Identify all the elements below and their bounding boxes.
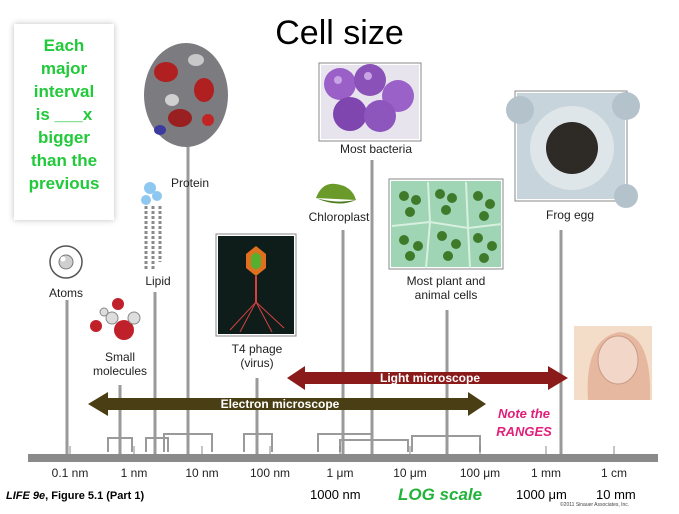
sub-label-1000nm: 1000 nm (310, 487, 361, 502)
tick-label: 1 μm (326, 466, 354, 480)
log-scale-label: LOG scale (398, 485, 482, 505)
note-line1: Note the (498, 406, 550, 421)
plant-cells-image (388, 178, 504, 270)
bacteria-range (339, 439, 409, 452)
electron-microscope-arrow (88, 392, 486, 416)
lipid-label: Lipid (145, 274, 171, 288)
lipid-icon (141, 182, 162, 270)
t4-range (243, 433, 273, 452)
tick-label: 1 cm (600, 466, 627, 480)
tick-label: 1 nm (120, 466, 148, 480)
chloroplast-label: Chloroplast (308, 210, 370, 224)
atoms-label: Atoms (48, 286, 83, 300)
t4-phage-image (215, 233, 297, 337)
protein-label: Protein (170, 176, 210, 190)
light-microscope-arrow (287, 366, 568, 390)
callout-box (14, 24, 114, 220)
tick-label: 10 nm (185, 466, 219, 480)
note-line2: RANGES (496, 424, 552, 439)
protein-icon (144, 43, 228, 147)
tick-label: 100 nm (249, 466, 291, 480)
tick-label: 100 μm (459, 466, 501, 480)
small-molecules-range (107, 437, 133, 452)
caption-book: LIFE 9e (6, 490, 46, 502)
small-molecules-label: Small molecules (92, 350, 148, 378)
plant-animal-cells-label: Most plant and animal cells (406, 274, 486, 302)
plant-cells-range (411, 435, 481, 452)
fingertip-image (574, 326, 652, 400)
tick-label: 10 μm (393, 466, 427, 480)
light-microscope-label: Light microscope (379, 371, 480, 385)
chloroplast-range (317, 433, 373, 452)
electron-microscope-label: Electron microscope (220, 397, 340, 411)
tick-label: 0.1 nm (51, 466, 89, 480)
frog-egg-label: Frog egg (545, 208, 595, 222)
tick-label: 1 mm (531, 466, 561, 480)
chloroplast-icon (316, 183, 356, 204)
frog-egg-image (506, 90, 640, 208)
scale-axis (28, 454, 658, 462)
sub-label-10mm: 10 mm (596, 487, 636, 502)
protein-range (163, 433, 213, 452)
atom-icon (49, 245, 83, 279)
caption-figure: , Figure 5.1 (Part 1) (45, 490, 145, 502)
figure-caption: LIFE 9e, Figure 5.1 (Part 1) (6, 490, 144, 502)
lipid-range (145, 437, 169, 452)
bacteria-image (318, 62, 422, 142)
page-title: Cell size (275, 14, 404, 52)
callout-text: Each major interval is ___x bigger than … (28, 36, 100, 193)
copyright: ©2011 Sinauer Associates, Inc. (560, 502, 630, 508)
t4-phage-label: T4 phage (virus) (231, 342, 283, 370)
small-molecules-icon (90, 298, 141, 340)
log-scale-text: LOG scale (398, 485, 483, 504)
most-bacteria-label: Most bacteria (339, 142, 413, 156)
sub-label-1000um: 1000 μm (516, 487, 567, 502)
